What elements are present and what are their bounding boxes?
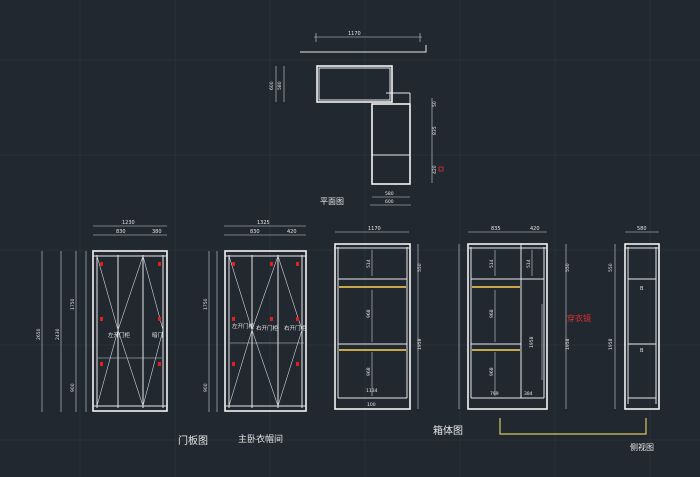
plan-dim-top: 1170 bbox=[348, 31, 361, 37]
door2-part-b: 420 bbox=[287, 229, 297, 235]
body2-mid: 968 bbox=[489, 309, 495, 318]
door2-left-door: 左开门柜 bbox=[232, 322, 255, 330]
cabinet-body-view-2[interactable]: 835 420 514 968 968 514 1958 799 384 550… bbox=[458, 226, 647, 435]
body2-top-b: 514 bbox=[526, 259, 532, 268]
body1-width: 1170 bbox=[368, 226, 381, 232]
door1-h2: 2430 bbox=[55, 328, 61, 340]
body1-mid: 968 bbox=[366, 309, 372, 318]
door-panel-view-1[interactable]: 1230 830 380 2650 2430 1750 900 左开门柜 暗门 bbox=[36, 220, 208, 447]
body1-top: 514 bbox=[366, 259, 372, 268]
door1-height: 2650 bbox=[36, 328, 42, 340]
mirror-note: 穿衣镜 bbox=[567, 313, 591, 323]
body2-width-a: 835 bbox=[491, 226, 501, 232]
door-panel-view-2[interactable]: 1325 830 420 1750 900 左开门柜 右开门柜 右开门柜 主卧衣… bbox=[203, 220, 307, 445]
body1-low: 968 bbox=[366, 367, 372, 376]
body2-side: 1958 bbox=[565, 338, 571, 350]
body1-base: 100 bbox=[367, 402, 376, 408]
side-width: 580 bbox=[637, 226, 647, 232]
body2-top: 514 bbox=[489, 259, 495, 268]
plan-dim-right-a: 50 bbox=[432, 101, 438, 107]
plan-dim-right-b: 835 bbox=[432, 126, 438, 135]
side-mark-b: B bbox=[640, 348, 644, 354]
door2-right-door: 右开门柜 bbox=[284, 324, 307, 332]
door2-width: 1325 bbox=[257, 220, 270, 226]
door2-part-a: 830 bbox=[250, 229, 260, 235]
plan-dim-bottom-b: 600 bbox=[385, 199, 394, 205]
room-title: 主卧衣帽间 bbox=[238, 433, 283, 445]
plan-dim-right-c: 420 bbox=[432, 165, 438, 174]
body2-base-b: 384 bbox=[524, 391, 533, 397]
body2-low: 968 bbox=[489, 367, 495, 376]
door2-h3: 1750 bbox=[203, 298, 209, 310]
body1-side: 1958 bbox=[417, 338, 423, 350]
door2-mid-door: 右开门柜 bbox=[256, 324, 279, 332]
body2-base-a: 799 bbox=[490, 391, 499, 397]
plan-dim-left-a: 600 bbox=[269, 81, 275, 90]
door-title: 门板图 bbox=[178, 434, 208, 447]
body2-inner: 1958 bbox=[529, 336, 535, 348]
side-title: 侧视图 bbox=[630, 442, 654, 452]
door1-h4: 900 bbox=[70, 383, 76, 392]
door1-left-door: 左开门柜 bbox=[108, 331, 131, 339]
door1-part-a: 830 bbox=[116, 229, 126, 235]
plan-dim-bottom-a: 580 bbox=[385, 191, 394, 197]
plan-dim-left-b: 580 bbox=[277, 81, 283, 90]
door2-h4: 900 bbox=[203, 383, 209, 392]
plan-view[interactable]: 1170 600 580 50 835 420 580 600 平面图 bbox=[269, 31, 444, 206]
door1-h3: 1750 bbox=[70, 298, 76, 310]
body2-side-top: 550 bbox=[565, 263, 571, 272]
body-title: 箱体图 bbox=[433, 424, 463, 437]
plan-title: 平面图 bbox=[320, 197, 344, 206]
side-view[interactable]: 580 B B 550 1958 侧视图 bbox=[608, 226, 660, 452]
body2-width-b: 420 bbox=[530, 226, 540, 232]
body1-bottom: 1134 bbox=[366, 388, 378, 394]
side-mark-a: B bbox=[640, 286, 644, 292]
door1-width: 1230 bbox=[122, 220, 135, 226]
door1-part-b: 380 bbox=[152, 229, 162, 235]
body1-side-top: 550 bbox=[417, 263, 423, 272]
cabinet-body-view-1[interactable]: 1170 514 968 968 1134 100 550 1958 箱体图 bbox=[334, 226, 463, 437]
door1-right-door: 暗门 bbox=[152, 331, 163, 339]
side-dim: 1958 bbox=[608, 338, 614, 350]
side-top: 550 bbox=[608, 263, 614, 272]
